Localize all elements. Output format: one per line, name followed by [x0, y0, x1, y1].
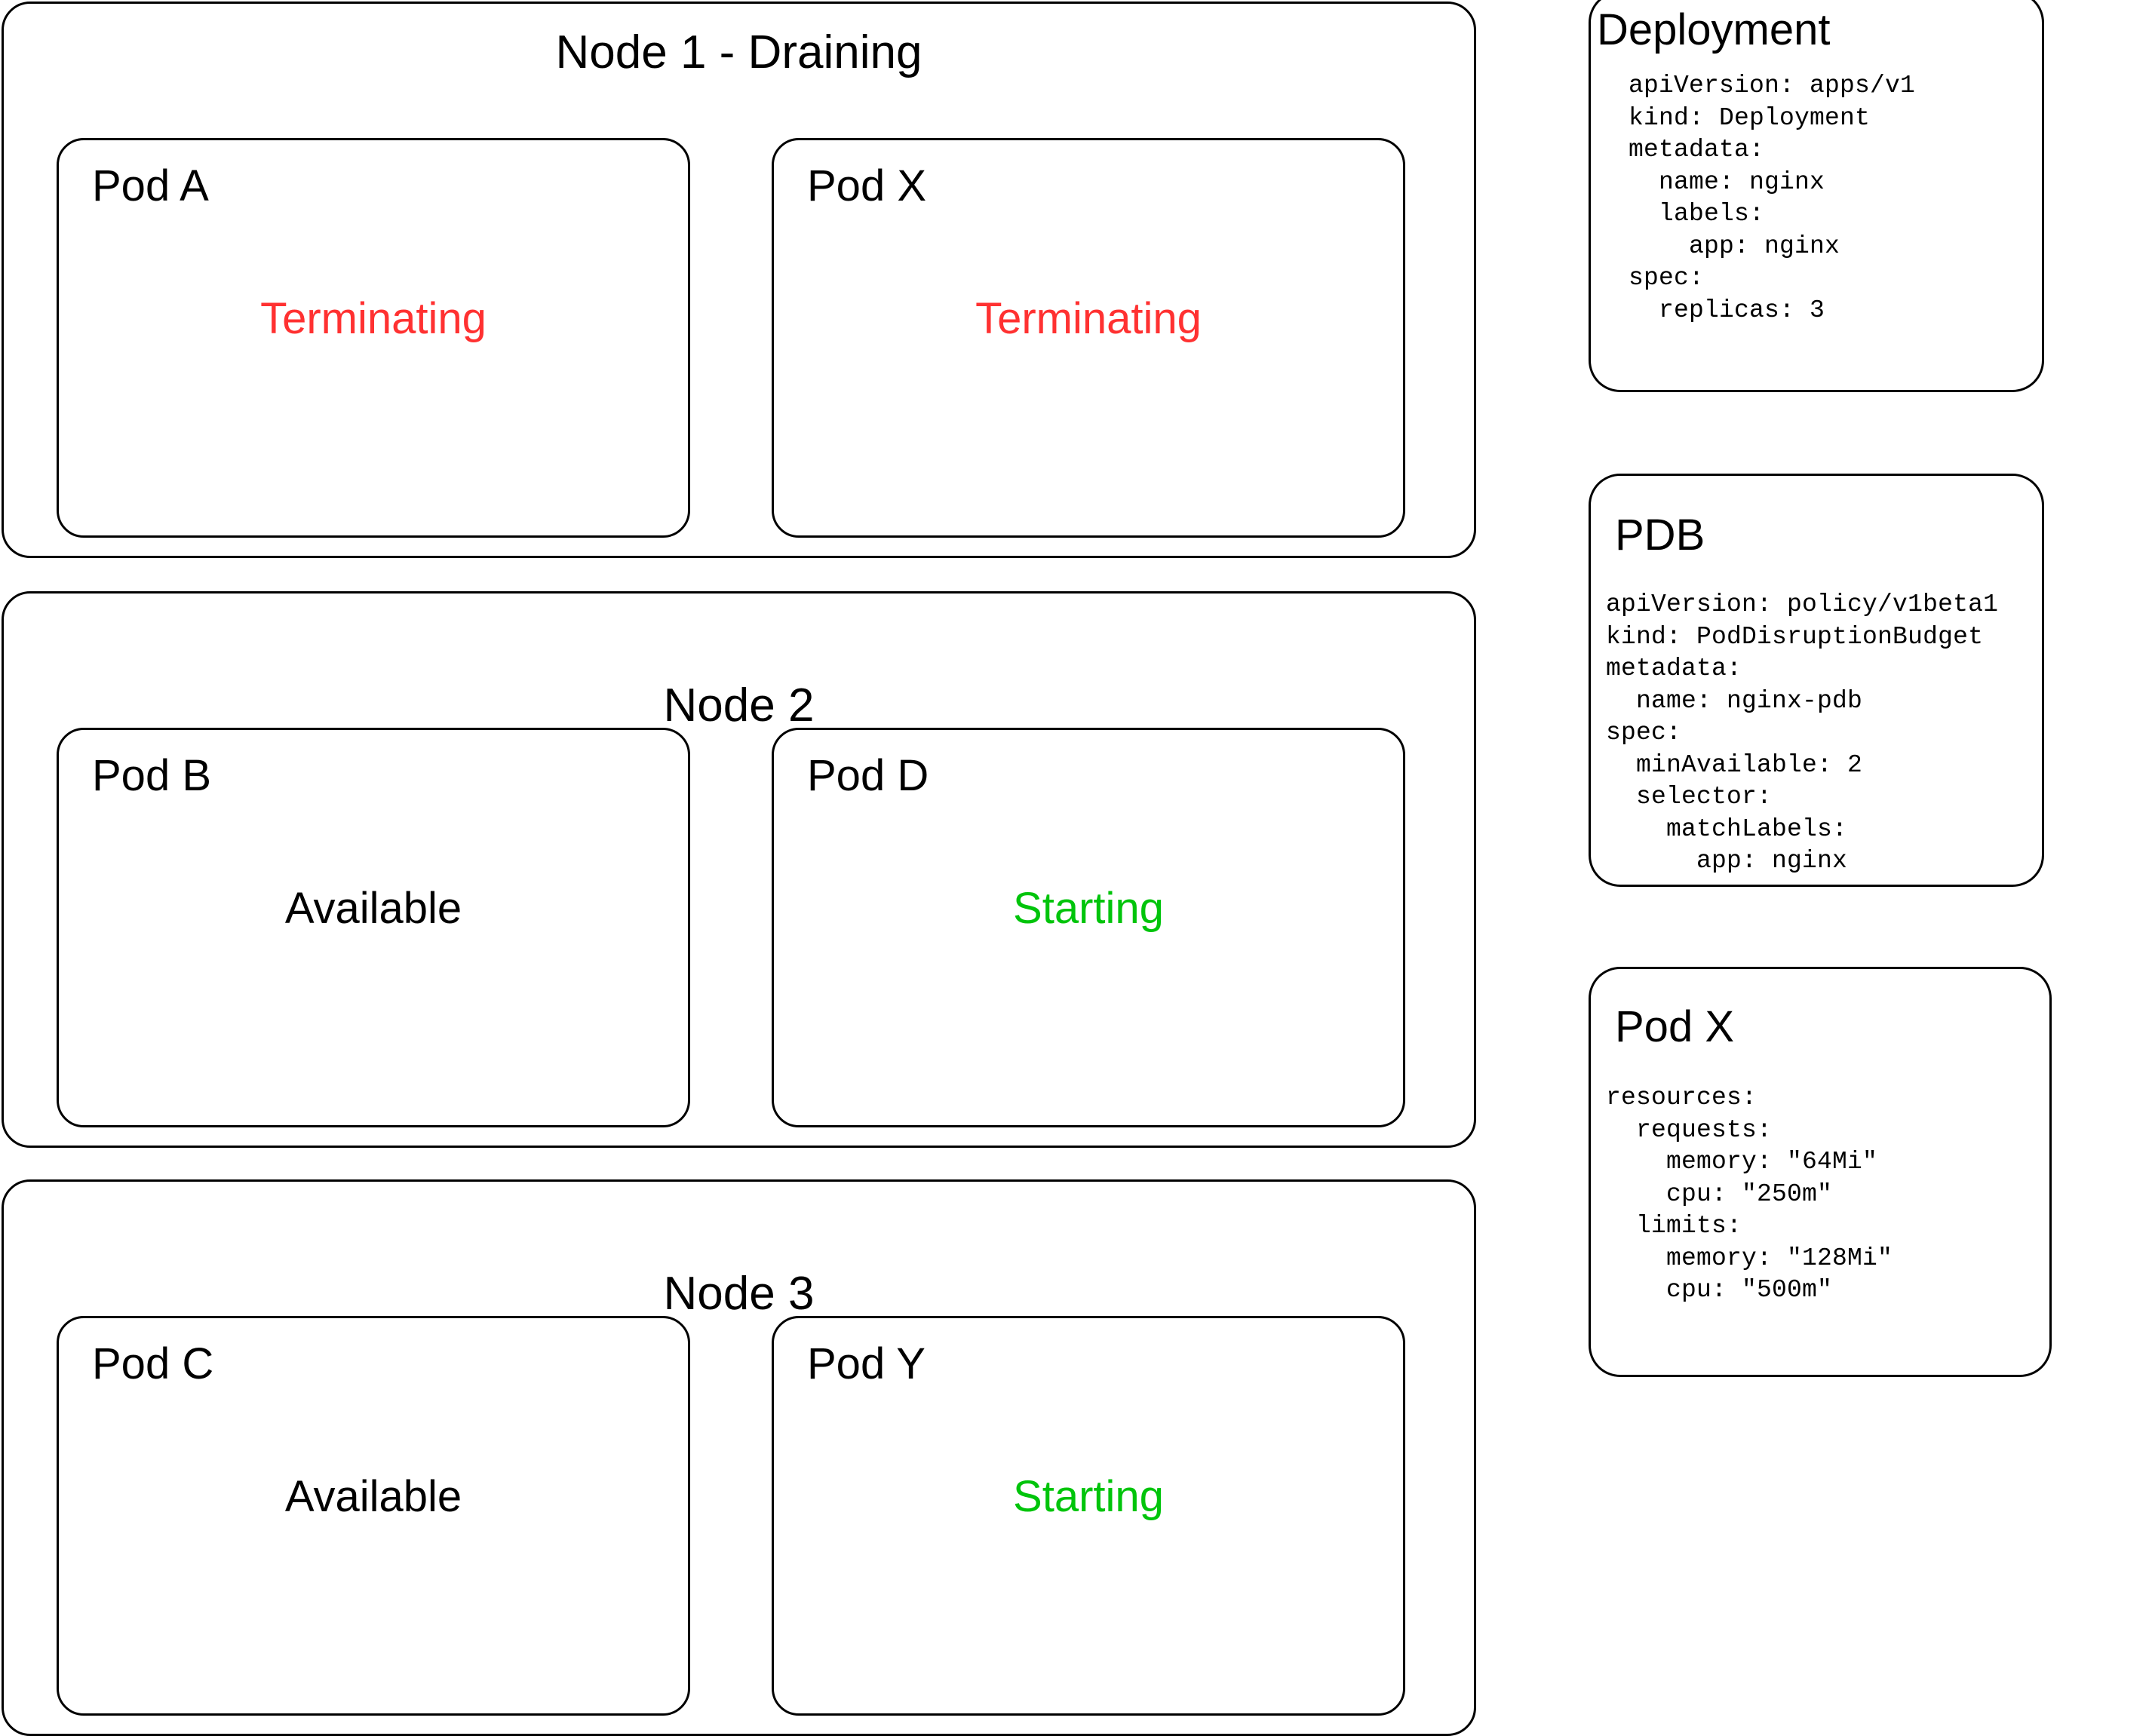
pod-label-d: Pod D [807, 751, 929, 800]
pod-label-x: Pod X [807, 161, 926, 210]
pod-box-b[interactable]: Pod B Available [57, 728, 690, 1127]
pod-label-c: Pod C [92, 1339, 214, 1388]
pod-x-panel-code: resources: requests: memory: "64Mi" cpu:… [1606, 1084, 1893, 1304]
pod-box-d[interactable]: Pod D Starting [772, 728, 1405, 1127]
node-title-2: Node 2 [663, 679, 815, 732]
pdb-panel-title: PDB [1615, 511, 1705, 560]
pod-box-x[interactable]: Pod X Terminating [772, 138, 1405, 538]
pod-status-d: Starting [1013, 884, 1164, 933]
pod-status-c: Available [284, 1472, 462, 1521]
pod-x-panel[interactable]: Pod X resources: requests: memory: "64Mi… [1589, 967, 2052, 1377]
pod-status-a: Terminating [260, 294, 487, 343]
pdb-panel-code: apiVersion: policy/v1beta1 kind: PodDisr… [1606, 590, 1999, 875]
node-title-1: Node 1 - Draining [555, 26, 923, 78]
pod-status-y: Starting [1013, 1472, 1164, 1521]
pod-box-y[interactable]: Pod Y Starting [772, 1316, 1405, 1716]
node-box-1[interactable]: Node 1 - Draining Pod A Terminating Pod … [2, 2, 1476, 558]
pdb-panel[interactable]: PDB apiVersion: policy/v1beta1 kind: Pod… [1589, 474, 2044, 887]
pod-label-y: Pod Y [807, 1339, 926, 1388]
deployment-panel-title: Deployment [1597, 5, 1831, 54]
deployment-panel[interactable]: Deployment apiVersion: apps/v1 kind: Dep… [1589, 0, 2044, 392]
pod-label-b: Pod B [92, 751, 211, 800]
pod-box-c[interactable]: Pod C Available [57, 1316, 690, 1716]
pod-label-a: Pod A [92, 161, 209, 210]
node-box-2[interactable]: Node 2 Pod B Available Pod D Starting [2, 591, 1476, 1148]
pod-status-x: Terminating [975, 294, 1202, 343]
pod-box-a[interactable]: Pod A Terminating [57, 138, 690, 538]
node-title-3: Node 3 [663, 1268, 815, 1320]
node-box-3[interactable]: Node 3 Pod C Available Pod Y Starting [2, 1179, 1476, 1736]
pod-x-panel-title: Pod X [1615, 1002, 1734, 1051]
pod-status-b: Available [284, 884, 462, 933]
deployment-panel-code: apiVersion: apps/v1 kind: Deployment met… [1629, 72, 1916, 324]
